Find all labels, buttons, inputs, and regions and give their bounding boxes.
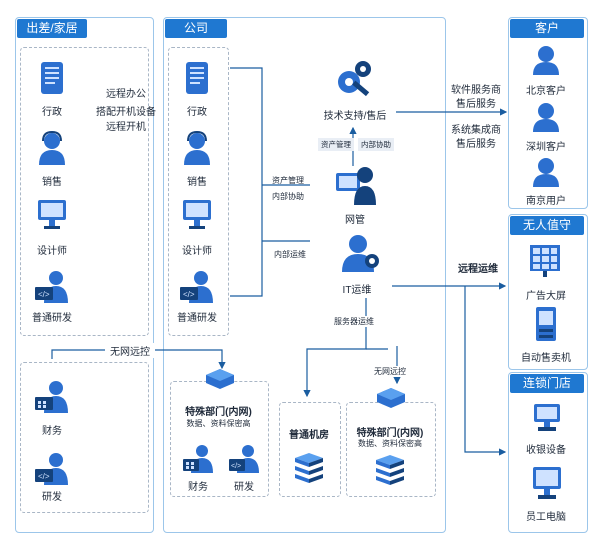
- gears-icon: [332, 56, 376, 100]
- internal-ops-label: 内部运维: [274, 250, 306, 259]
- billboard-label: 广告大屏: [526, 291, 566, 302]
- internal-assist-side-label: 内部协助: [272, 192, 304, 201]
- special-dept-title: 特殊部门(内网): [185, 407, 252, 418]
- vending-machine-label: 自动售卖机: [521, 353, 571, 364]
- cash-register-label: 收银设备: [526, 445, 566, 456]
- company-staff-group: [168, 47, 229, 336]
- remote-office-lower-group: [20, 362, 149, 513]
- customers-title: 客户: [510, 19, 584, 38]
- after-sales-note-1: 售后服务: [456, 99, 496, 110]
- svg-text:</>: </>: [38, 472, 50, 481]
- shenzhen-customer-label: 深圳客户: [526, 142, 566, 153]
- router-icon: [375, 386, 407, 408]
- company-title: 公司: [165, 19, 227, 38]
- headset-person-icon: [37, 130, 67, 165]
- document-icon: [183, 61, 211, 95]
- svg-text:</>: </>: [183, 290, 195, 299]
- remote-office-note-1: 远程办公: [106, 89, 146, 100]
- headset-person-icon: [182, 130, 212, 165]
- remote-designer-label: 设计师: [37, 246, 67, 257]
- developer-icon: </>: [179, 269, 215, 303]
- company-developer-label: 普通研发: [177, 313, 217, 324]
- remote-office-note-2: 搭配开机设备: [96, 107, 156, 118]
- remote-office-panel: [15, 17, 154, 533]
- user-icon: [532, 157, 560, 187]
- internal-assist-chip: 内部协助: [358, 138, 394, 151]
- desktop-computer-icon: [530, 465, 564, 501]
- employee-computer-label: 员工电脑: [526, 512, 566, 523]
- user-icon: [532, 102, 560, 132]
- special-dept-subtitle: 数据、资料保密高: [186, 419, 251, 428]
- user-icon: [532, 45, 560, 75]
- finance-icon: [182, 443, 214, 473]
- system-integrator-note: 系统集成商: [451, 125, 501, 136]
- developer-icon: </>: [34, 269, 70, 303]
- company-panel: [163, 17, 446, 533]
- remote-office-title: 出差/家居: [17, 19, 87, 38]
- remote-developer-label: 普通研发: [32, 313, 72, 324]
- it-ops-label: IT运维: [342, 285, 372, 296]
- remote-sales-label: 销售: [42, 177, 62, 188]
- company-sales-label: 销售: [187, 177, 207, 188]
- company-designer-label: 设计师: [182, 246, 212, 257]
- network-admin-icon: [334, 165, 376, 205]
- svg-text:</>: </>: [231, 463, 241, 470]
- developer-icon: </>: [228, 443, 260, 473]
- special-dept-2-subtitle: 数据、资料保密高: [358, 439, 422, 448]
- company-admin-label: 行政: [187, 107, 207, 118]
- it-ops-icon: [340, 234, 380, 272]
- remote-office-group: [20, 47, 149, 336]
- asset-management-side-label: 资产管理: [272, 176, 304, 185]
- cash-register-icon: [530, 402, 564, 432]
- software-vendor-note: 软件服务商: [451, 85, 501, 96]
- server-room-group: [279, 402, 341, 497]
- remote-admin-label: 行政: [42, 107, 62, 118]
- special-dept-2-title: 特殊部门(内网): [356, 428, 424, 439]
- billboard-icon: [527, 243, 563, 277]
- network-admin-label: 网管: [345, 215, 365, 226]
- server-ops-label: 服务器运维: [330, 316, 378, 327]
- unmanned-panel: [508, 214, 588, 370]
- chain-store-panel: [508, 372, 588, 533]
- remote-rd-label: 研发: [42, 492, 62, 503]
- after-sales-note-2: 售后服务: [456, 139, 496, 150]
- asset-management-chip: 资产管理: [318, 138, 354, 151]
- special-finance-label: 财务: [188, 482, 208, 493]
- server-stack-icon: [293, 452, 325, 484]
- special-rd-label: 研发: [234, 482, 254, 493]
- finance-icon: [34, 379, 70, 413]
- document-icon: [38, 61, 66, 95]
- beijing-customer-label: 北京客户: [526, 86, 566, 97]
- monitor-design-icon: [181, 197, 213, 231]
- server-stack-icon: [374, 454, 406, 486]
- no-network-remote-label: 无网远控: [105, 343, 155, 358]
- developer-icon: </>: [34, 451, 70, 485]
- remote-finance-label: 财务: [42, 426, 62, 437]
- monitor-design-icon: [36, 197, 68, 231]
- vending-machine-icon: [534, 306, 558, 342]
- remote-ops-label: 远程运维: [458, 264, 498, 275]
- server-room-label: 普通机房: [289, 430, 329, 441]
- chain-store-title: 连锁门店: [510, 374, 584, 393]
- no-network-remote-label-2: 无网远控: [370, 366, 410, 377]
- router-icon: [204, 367, 236, 389]
- remote-office-note-3: 远程开机: [106, 122, 146, 133]
- svg-text:</>: </>: [38, 290, 50, 299]
- nanjing-user-label: 南京用户: [526, 196, 566, 207]
- tech-support-label: 技术支持/售后: [323, 111, 387, 122]
- unmanned-title: 无人值守: [510, 216, 584, 235]
